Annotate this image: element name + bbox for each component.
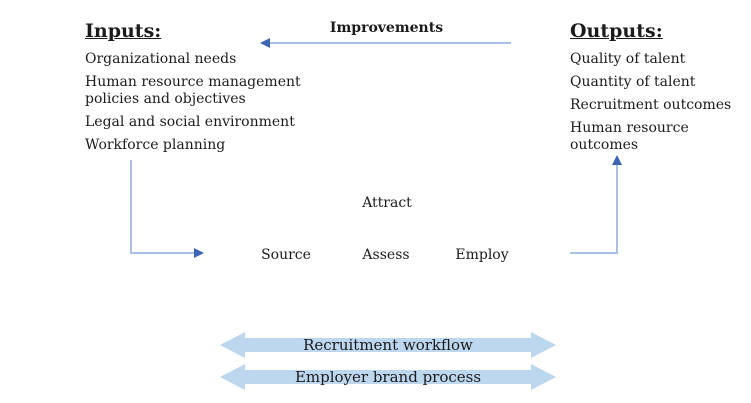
arrowhead-left-icon <box>220 364 245 390</box>
arrowhead-right-icon <box>194 248 204 258</box>
inputs-title: Inputs: <box>85 20 162 42</box>
arrowhead-right-icon <box>531 332 556 358</box>
employ-to-outputs-connector <box>570 164 618 254</box>
arrowhead-right-icon <box>531 364 556 390</box>
stage-label-attract: Attract <box>362 195 412 211</box>
recruitment-workflow-label: Recruitment workflow <box>303 336 473 354</box>
inputs-section: Inputs: Organizational needs Human resou… <box>85 20 315 160</box>
input-item: Human resource management policies and o… <box>85 74 301 107</box>
input-item: Legal and social environment <box>85 114 295 130</box>
input-item: Workforce planning <box>85 137 226 153</box>
arrow-band <box>244 370 532 384</box>
input-item: Organizational needs <box>85 51 237 67</box>
outputs-section: Outputs: Quality of talent Quantity of t… <box>570 20 735 160</box>
output-item: Quality of talent <box>570 51 686 67</box>
inputs-to-source-connector <box>130 160 196 254</box>
improvements-arrow-line <box>269 42 511 44</box>
output-item: Human resource outcomes <box>570 120 689 153</box>
stage-label-assess: Assess <box>362 247 410 263</box>
improvements-label: Improvements <box>329 20 444 36</box>
stage-label-employ: Employ <box>455 247 509 263</box>
arrowhead-left-icon <box>260 38 270 48</box>
arrowhead-up-icon <box>612 155 622 165</box>
arrowhead-left-icon <box>220 332 245 358</box>
recruitment-workflow-arrow: Recruitment workflow <box>220 332 556 358</box>
output-item: Recruitment outcomes <box>570 97 732 113</box>
employer-brand-label: Employer brand process <box>294 368 482 386</box>
employer-brand-arrow: Employer brand process <box>220 364 556 390</box>
outputs-title: Outputs: <box>570 20 663 42</box>
output-item: Quantity of talent <box>570 74 696 90</box>
stage-label-source: Source <box>261 247 311 263</box>
arrow-band <box>244 338 532 352</box>
